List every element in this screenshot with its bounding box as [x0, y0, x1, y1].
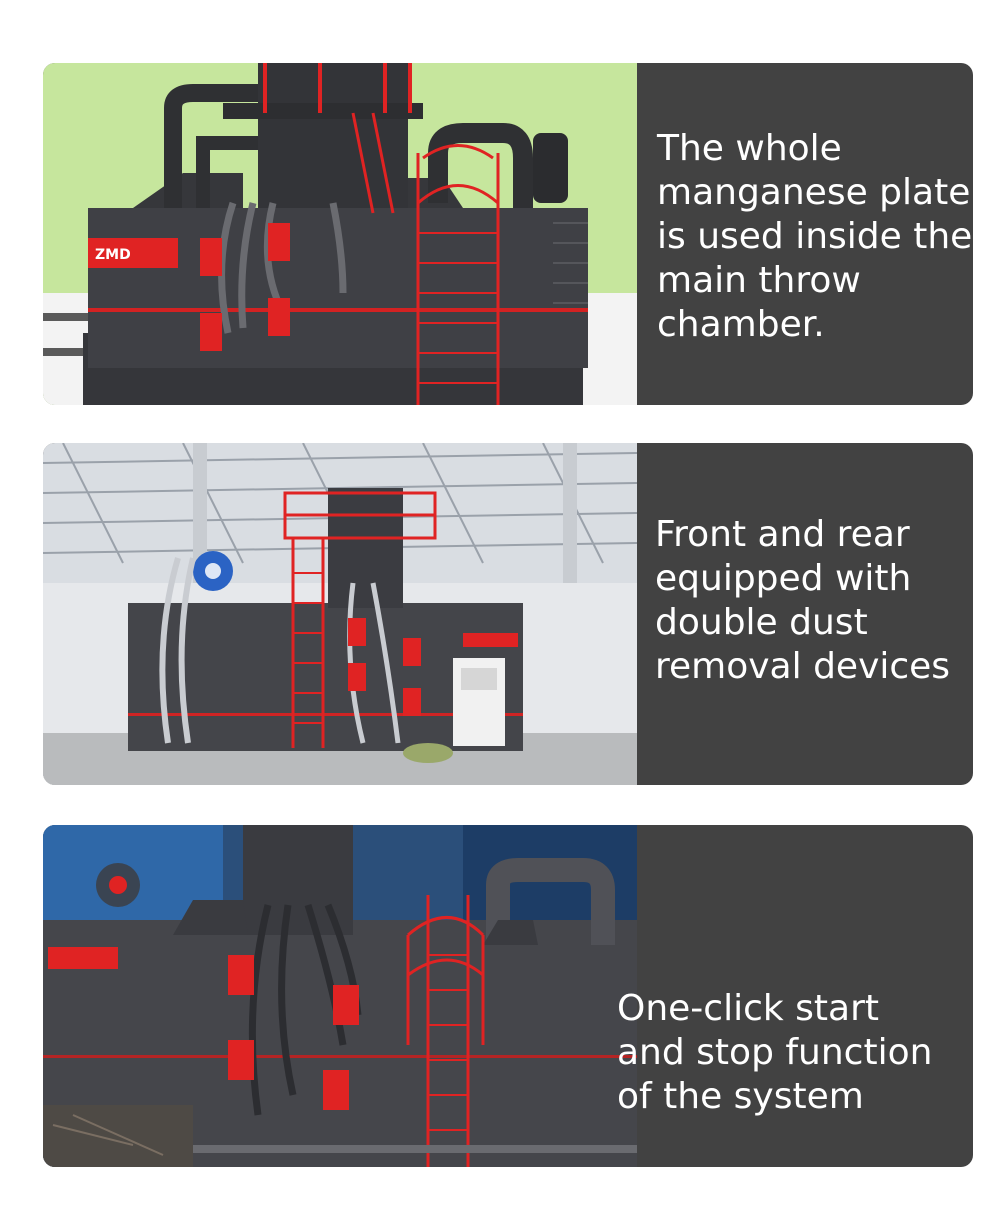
feature-card-one-click: One-click start and stop function of the… — [43, 825, 973, 1167]
feature-line: main throw — [657, 260, 861, 301]
feature-description: Front and rear equipped with double dust… — [655, 513, 950, 689]
feature-line: manganese plate — [657, 172, 971, 213]
feature-card-manganese-plate: ZMD The whole manganese plate is used in… — [43, 63, 973, 405]
feature-line: double dust — [655, 602, 868, 643]
feature-line: Front and rear — [655, 514, 910, 555]
feature-line: equipped with — [655, 558, 912, 599]
feature-description: One-click start and stop function of the… — [617, 987, 932, 1119]
feature-line: One-click start — [617, 988, 880, 1029]
feature-line: and stop function — [617, 1032, 933, 1073]
workshop-photo — [43, 825, 637, 1167]
feature-line: of the system — [617, 1076, 864, 1117]
feature-line: The whole — [657, 128, 842, 169]
feature-card-dust-removal: Front and rear equipped with double dust… — [43, 443, 973, 785]
feature-line: removal devices — [655, 646, 951, 687]
feature-line: is used inside the — [657, 216, 973, 257]
feature-line: chamber. — [657, 304, 825, 345]
feature-description: The whole manganese plate is used inside… — [657, 127, 972, 347]
svg-text:ZMD: ZMD — [95, 247, 131, 263]
factory-photo — [43, 443, 637, 785]
machine-render-photo: ZMD — [43, 63, 637, 405]
